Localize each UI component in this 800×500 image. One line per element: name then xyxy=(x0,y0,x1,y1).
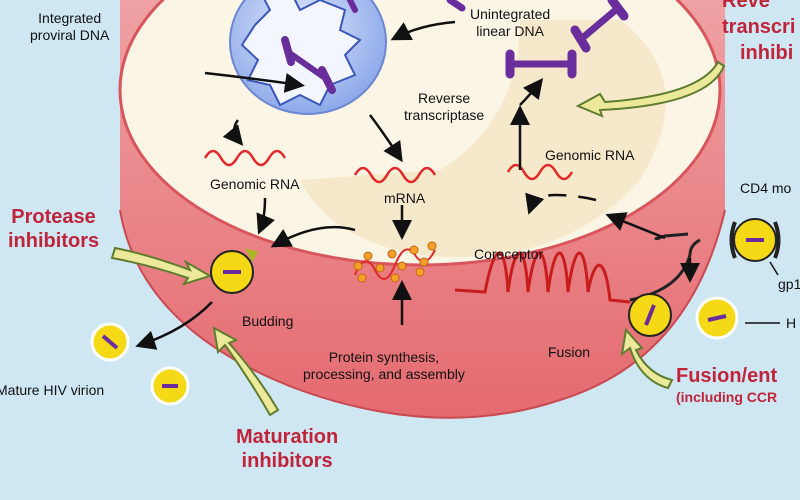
label-budding: Budding xyxy=(242,313,294,329)
label-genomic-rna-right: Genomic RNA xyxy=(545,147,635,163)
budding-virion xyxy=(210,248,258,294)
mature-virion-2 xyxy=(150,366,190,406)
label-cd4: CD4 mo xyxy=(740,180,792,196)
mrna-strand xyxy=(353,166,437,184)
approaching-virion xyxy=(695,296,739,340)
label-gp: gp1 xyxy=(778,276,800,292)
label-rt-line1: Reverse xyxy=(418,90,471,106)
label-integrated-line2: proviral DNA xyxy=(30,27,110,43)
label-protein-line2: processing, and assembly xyxy=(303,366,465,382)
label-rt-inhibitors: Reve transcri inhibi xyxy=(722,0,795,66)
label-reverse-transcriptase: Reverse transcriptase xyxy=(404,90,484,124)
inhibitor-arrows xyxy=(110,60,726,417)
label-fusion-entry-line1: Fusion/ent xyxy=(676,365,778,387)
pathway-arrows xyxy=(135,20,700,350)
mature-virion-1 xyxy=(90,322,130,362)
label-rt-inhibitors-line2: transcri xyxy=(722,16,796,38)
label-fusion: Fusion xyxy=(548,344,591,360)
label-protease-line2: inhibitors xyxy=(8,230,100,252)
integrated-dna xyxy=(281,0,358,94)
label-integrated-proviral-dna: Integrated proviral DNA xyxy=(30,10,109,44)
label-protease-inhibitors: Protease inhibitors xyxy=(8,205,99,253)
label-integrated-line1: Integrated xyxy=(38,10,102,26)
label-unintegrated-line1: Unintegrated xyxy=(470,6,551,22)
label-unintegrated-line2: linear DNA xyxy=(476,23,544,39)
nucleus xyxy=(229,0,387,115)
label-protein-synthesis: Protein synthesis, processing, and assem… xyxy=(303,349,465,383)
label-unintegrated-linear-dna: Unintegrated linear DNA xyxy=(470,6,550,40)
fusing-virion xyxy=(628,293,672,337)
label-mature-virion: Mature HIV virion xyxy=(0,382,105,398)
label-genomic-rna-left: Genomic RNA xyxy=(210,176,300,192)
label-maturation-line1: Maturation xyxy=(236,426,339,448)
virions xyxy=(90,218,781,406)
label-rt-inhibitors-line3: inhibi xyxy=(740,42,794,64)
pointer-lines xyxy=(745,261,780,324)
genomic-rna-left-strand xyxy=(203,149,287,167)
label-maturation-line2: inhibitors xyxy=(241,450,333,472)
coreceptor-coil xyxy=(454,251,631,304)
label-rt-inhibitors-line1: Reve xyxy=(722,0,770,12)
label-rt-line2: transcriptase xyxy=(404,107,485,123)
unintegrated-dna xyxy=(446,0,629,79)
label-fusion-entry-line2: (including CCR xyxy=(676,389,778,405)
label-coreceptor: Coreceptor xyxy=(474,246,544,262)
label-maturation-inhibitors: Maturation inhibitors xyxy=(236,425,338,473)
cd4-bound-virion xyxy=(729,218,781,262)
label-hiv: H xyxy=(786,315,797,331)
label-fusion-entry: Fusion/ent (including CCR xyxy=(676,364,777,406)
label-mrna: mRNA xyxy=(384,190,426,206)
label-protease-line1: Protease xyxy=(11,206,96,228)
polysome xyxy=(353,241,437,283)
label-protein-line1: Protein synthesis, xyxy=(328,349,440,365)
